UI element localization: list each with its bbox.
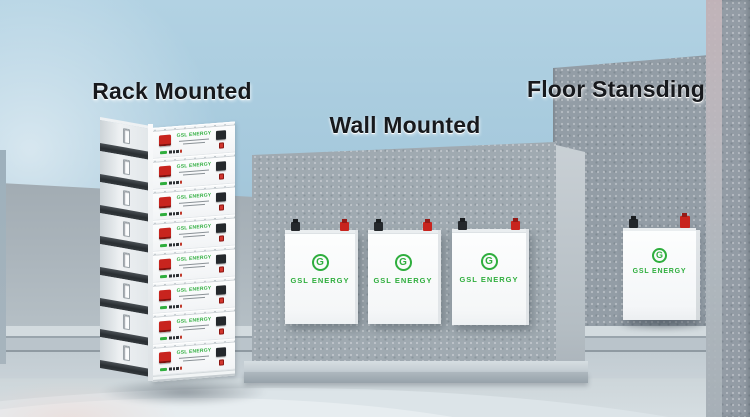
module-spec-line — [183, 234, 205, 238]
negative-terminal-icon — [216, 285, 226, 295]
gsl-logo-icon: G — [480, 253, 498, 270]
led-indicators — [160, 304, 182, 310]
module-label-block: GSL ENERGY — [174, 192, 214, 207]
brand-label: GSL ENERGY — [632, 268, 687, 275]
led-indicators — [160, 366, 182, 372]
negative-terminal-icon — [216, 347, 226, 357]
negative-terminal-icon — [216, 192, 226, 202]
positive-terminal-icon — [159, 134, 171, 147]
positive-terminal-icon — [340, 222, 349, 231]
breaker-switch-icon — [219, 235, 224, 242]
brand-label: GSL ENERGY — [373, 276, 433, 285]
module-label-block: GSL ENERGY — [174, 347, 214, 362]
brand-label: GSL ENERGY — [290, 276, 350, 285]
negative-terminal-icon — [216, 254, 226, 264]
right-pillar — [706, 0, 750, 417]
module-spec-line — [183, 203, 205, 207]
logo-letter: G — [485, 255, 493, 267]
positive-terminal-icon — [511, 221, 520, 230]
breaker-switch-icon — [219, 328, 224, 335]
left-pillar — [0, 150, 6, 364]
rack-side-frame — [100, 117, 150, 377]
positive-terminal-icon — [680, 216, 690, 228]
heading-wall-mounted: Wall Mounted — [329, 112, 481, 138]
positive-terminal-icon — [159, 289, 171, 302]
wall-battery-unit: G GSL ENERGY — [368, 222, 441, 324]
heading-floor-standing: Floor Stansding — [526, 76, 706, 102]
module-spec-line — [183, 141, 205, 145]
module-label-block: GSL ENERGY — [174, 223, 214, 238]
rack-corner-post — [148, 124, 153, 381]
negative-terminal-icon — [291, 222, 300, 231]
negative-terminal-icon — [374, 222, 383, 231]
positive-terminal-icon — [159, 165, 171, 178]
module-spec-line — [183, 296, 205, 300]
led-indicators — [160, 242, 182, 248]
led-indicators — [160, 149, 182, 155]
positive-terminal-icon — [159, 227, 171, 240]
logo-letter: G — [399, 256, 407, 268]
module-label-block: GSL ENERGY — [174, 316, 214, 331]
negative-terminal-icon — [458, 221, 467, 230]
module-label-block: GSL ENERGY — [174, 285, 214, 300]
positive-terminal-icon — [423, 222, 432, 231]
concrete-slab-side-face — [556, 145, 585, 375]
breaker-switch-icon — [219, 173, 224, 180]
breaker-switch-icon — [219, 359, 224, 366]
led-indicators — [160, 273, 182, 279]
led-indicators — [160, 180, 182, 186]
negative-terminal-icon — [216, 223, 226, 233]
led-indicators — [160, 335, 182, 341]
breaker-switch-icon — [219, 297, 224, 304]
gsl-logo-icon: G — [311, 254, 329, 271]
rack-floor-shadow — [100, 378, 268, 406]
module-label-block: GSL ENERGY — [174, 161, 214, 176]
logo-letter: G — [316, 256, 324, 268]
module-label-block: GSL ENERGY — [174, 254, 214, 269]
gsl-logo-icon: G — [394, 254, 412, 271]
breaker-switch-icon — [219, 266, 224, 273]
negative-terminal-icon — [629, 219, 638, 228]
led-indicators — [160, 211, 182, 217]
module-spec-line — [183, 327, 205, 331]
positive-terminal-icon — [159, 351, 171, 364]
positive-terminal-icon — [159, 196, 171, 209]
floor-standing-battery-unit: G GSL ENERGY — [623, 216, 700, 321]
wall-battery-unit: G GSL ENERGY — [285, 222, 358, 324]
rack-front-face: GSL ENERGY GSL ENERGY — [152, 121, 235, 382]
module-spec-line — [183, 265, 205, 269]
brand-label: GSL ENERGY — [459, 275, 519, 284]
slab-base-platform-face — [244, 372, 588, 383]
slab-base-platform-top — [244, 361, 588, 372]
positive-terminal-icon — [159, 258, 171, 271]
module-label-block: GSL ENERGY — [174, 130, 214, 145]
gsl-logo-icon: G — [652, 248, 667, 263]
breaker-switch-icon — [219, 142, 224, 149]
negative-terminal-icon — [216, 130, 226, 140]
breaker-switch-icon — [219, 204, 224, 211]
module-spec-line — [183, 358, 205, 362]
negative-terminal-icon — [216, 161, 226, 171]
positive-terminal-icon — [159, 320, 171, 333]
heading-rack-mounted: Rack Mounted — [92, 78, 252, 104]
wall-battery-unit: G GSL ENERGY — [452, 221, 529, 325]
module-spec-line — [183, 172, 205, 176]
logo-letter: G — [655, 250, 663, 260]
floor-warm-reflection — [0, 380, 180, 417]
negative-terminal-icon — [216, 316, 226, 326]
